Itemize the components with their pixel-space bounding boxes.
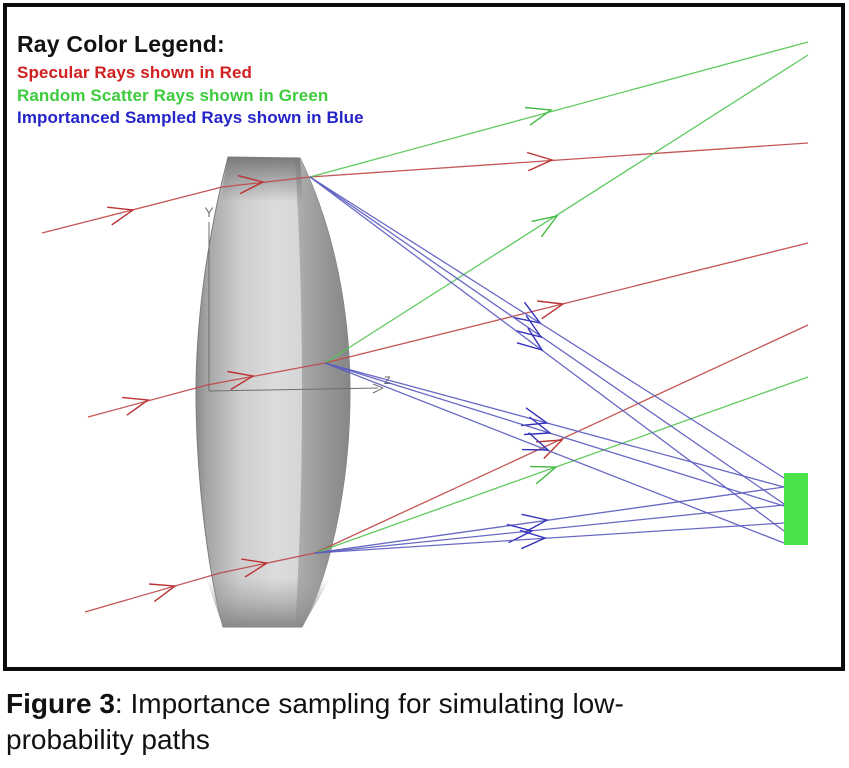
legend-item-importance-sampled: Importanced Sampled Rays shown in Blue [17, 108, 364, 127]
legend-item-random-scatter: Random Scatter Rays shown in Green [17, 85, 329, 105]
ray-color-legend: Ray Color Legend: Specular Rays shown in… [17, 31, 364, 130]
legend-item-specular: Specular Rays shown in Red [17, 63, 252, 82]
figure-caption-text: : Importance sampling for simulating low… [6, 688, 624, 755]
legend-title: Ray Color Legend: [17, 31, 225, 57]
figure-caption: Figure 3: Importance sampling for simula… [6, 686, 626, 758]
figure-caption-label: Figure 3 [6, 688, 115, 719]
